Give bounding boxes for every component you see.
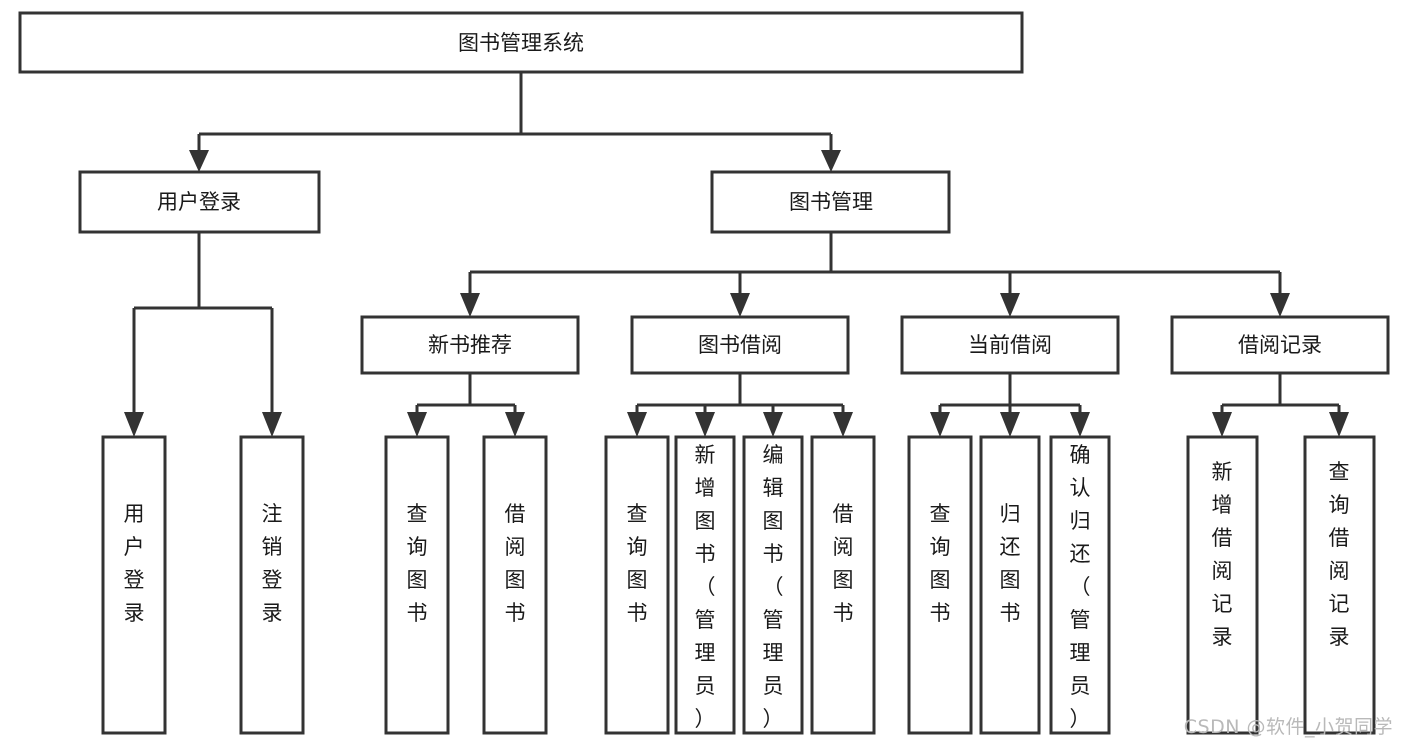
node-leaf-add-record-box[interactable] [1186, 435, 1259, 735]
node-leaf-add-record[interactable]: 新增借阅记录 [1186, 435, 1259, 735]
node-leaf-query-book-3-box[interactable] [907, 435, 973, 735]
node-leaf-user-login[interactable]: 用户登录 [101, 435, 167, 735]
node-leaf-query-book-3-label: 查询图书 [930, 502, 951, 625]
node-leaf-edit-book-label: 编辑图书（管理员） [763, 443, 784, 731]
node-leaf-return-book-box[interactable] [979, 435, 1041, 735]
node-leaf-query-book-1-label: 查询图书 [407, 502, 428, 625]
node-leaf-borrow-book-2[interactable]: 借阅图书 [810, 435, 876, 735]
node-leaf-edit-book-box[interactable] [742, 435, 804, 735]
arrow-to-bookborrow [730, 293, 750, 317]
node-user-login[interactable]: 用户登录 [78, 170, 321, 234]
node-leaf-query-book-2-label: 查询图书 [627, 502, 648, 625]
arrow-leaf-borrow-book-2 [833, 412, 853, 437]
arrow-leaf-edit-book [763, 412, 783, 437]
node-leaf-query-book-2[interactable]: 查询图书 [604, 435, 670, 735]
node-leaf-query-book-1-box[interactable] [384, 435, 450, 735]
arrow-to-book-mgmt [821, 150, 841, 172]
node-leaf-user-login-box[interactable] [101, 435, 167, 735]
connector-layer [124, 72, 1349, 437]
arrow-leaf-confirm-return [1070, 412, 1090, 437]
arrow-leaf-query-book-1 [407, 412, 427, 437]
node-borrow-record[interactable]: 借阅记录 [1170, 315, 1390, 375]
node-leaf-confirm-return-label: 确认归还（管理员） [1070, 443, 1091, 731]
arrow-leaf-borrow-book-1 [505, 412, 525, 437]
node-current-borrow-box[interactable] [900, 315, 1120, 375]
node-new-book-rec-box[interactable] [360, 315, 580, 375]
arrow-leaf-user-login [124, 412, 144, 437]
node-book-borrow[interactable]: 图书借阅 [630, 315, 850, 375]
node-leaf-add-book-label: 新增图书（管理员） [695, 443, 716, 731]
node-leaf-confirm-return[interactable]: 确认归还（管理员） [1049, 435, 1111, 735]
arrow-to-borrowrecord [1270, 293, 1290, 317]
node-leaf-return-book-label: 归还图书 [1000, 502, 1021, 625]
node-leaf-borrow-book-2-box[interactable] [810, 435, 876, 735]
arrow-to-user-login [189, 150, 209, 172]
node-leaf-borrow-book-1-label: 借阅图书 [505, 502, 526, 625]
arrow-leaf-query-book-3 [930, 412, 950, 437]
node-leaf-user-login-label: 用户登录 [124, 502, 145, 625]
arrow-leaf-query-book-2 [627, 412, 647, 437]
arrow-leaf-return-book [1000, 412, 1020, 437]
node-leaf-edit-book[interactable]: 编辑图书（管理员） [742, 435, 804, 735]
arrow-to-currentborrow [1000, 293, 1020, 317]
node-leaf-query-book-1[interactable]: 查询图书 [384, 435, 450, 735]
node-root[interactable]: 图书管理系统 [18, 11, 1024, 74]
node-book-borrow-label: 图书借阅 [698, 333, 782, 357]
node-user-login-label: 用户登录 [157, 190, 241, 214]
node-book-mgmt-box[interactable] [710, 170, 951, 234]
node-leaf-query-book-3[interactable]: 查询图书 [907, 435, 973, 735]
arrow-leaf-add-book [695, 412, 715, 437]
node-book-mgmt[interactable]: 图书管理 [710, 170, 951, 234]
node-leaf-query-book-2-box[interactable] [604, 435, 670, 735]
node-borrow-record-label: 借阅记录 [1238, 333, 1322, 357]
arrow-to-newbook [460, 293, 480, 317]
node-user-login-box[interactable] [78, 170, 321, 234]
node-leaf-logout-box[interactable] [239, 435, 305, 735]
node-leaf-query-record[interactable]: 查询借阅记录 [1303, 435, 1376, 735]
node-root-label: 图书管理系统 [458, 31, 584, 55]
node-current-borrow[interactable]: 当前借阅 [900, 315, 1120, 375]
node-leaf-borrow-book-2-label: 借阅图书 [833, 502, 854, 625]
node-leaf-return-book[interactable]: 归还图书 [979, 435, 1041, 735]
node-book-borrow-box[interactable] [630, 315, 850, 375]
node-leaf-borrow-book-1-box[interactable] [482, 435, 548, 735]
arrow-leaf-query-record [1329, 412, 1349, 437]
node-leaf-add-record-label: 新增借阅记录 [1212, 460, 1233, 649]
node-leaf-confirm-return-box[interactable] [1049, 435, 1111, 735]
arrow-leaf-add-record [1212, 412, 1232, 437]
node-new-book-rec-label: 新书推荐 [428, 333, 512, 357]
node-leaf-add-book-box[interactable] [674, 435, 736, 735]
node-leaf-add-book[interactable]: 新增图书（管理员） [674, 435, 736, 735]
node-new-book-rec[interactable]: 新书推荐 [360, 315, 580, 375]
node-leaf-logout-label: 注销登录 [262, 502, 283, 625]
node-root-box[interactable] [18, 11, 1024, 74]
node-leaf-borrow-book-1[interactable]: 借阅图书 [482, 435, 548, 735]
node-book-mgmt-label: 图书管理 [789, 190, 873, 214]
node-leaf-logout[interactable]: 注销登录 [239, 435, 305, 735]
node-leaf-query-record-box[interactable] [1303, 435, 1376, 735]
node-borrow-record-box[interactable] [1170, 315, 1390, 375]
node-current-borrow-label: 当前借阅 [968, 333, 1052, 357]
node-leaf-query-record-label: 查询借阅记录 [1329, 460, 1350, 649]
arrow-leaf-logout [262, 412, 282, 437]
